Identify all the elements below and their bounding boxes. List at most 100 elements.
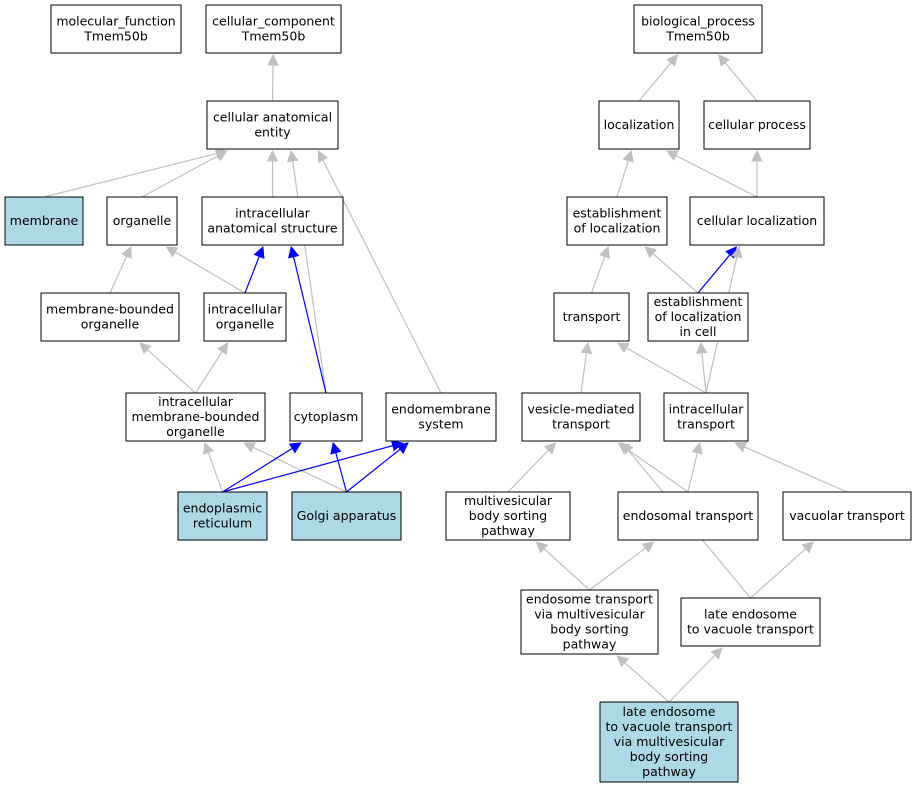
node-box [291, 491, 402, 541]
arrowhead [330, 441, 342, 455]
node-label: membrane [10, 213, 79, 228]
node-label: via multivesicular [614, 734, 725, 749]
node-box [553, 292, 630, 342]
edge-line [244, 256, 260, 294]
go-term-node[interactable]: Golgi apparatus [291, 491, 402, 541]
arrowhead [641, 541, 655, 553]
arrowhead [616, 342, 630, 354]
go-term-node[interactable]: vacuolar transport [782, 491, 912, 541]
edge-is-a [194, 342, 229, 394]
node-label: establishment [573, 205, 662, 220]
edge-line [543, 548, 590, 591]
node-label: endoplasmic [183, 500, 262, 515]
go-term-node[interactable]: endosomal transport [617, 491, 759, 541]
node-box [106, 196, 178, 246]
go-term-node[interactable]: cellular process [703, 100, 811, 150]
edge-line [580, 352, 588, 394]
go-term-node[interactable]: localization [598, 100, 680, 150]
node-box [40, 292, 180, 342]
go-term-node[interactable]: cellular localization [689, 196, 825, 246]
node-box [599, 701, 739, 783]
arrowhead [621, 442, 634, 455]
edge-is-a [750, 541, 815, 599]
edge-is-a [589, 541, 655, 591]
arrowhead [666, 150, 679, 161]
edge-line [626, 347, 707, 394]
node-label: pathway [642, 764, 696, 779]
arrowhead [751, 149, 763, 162]
node-label: biological_process [641, 13, 755, 28]
arrowhead [165, 246, 179, 258]
node-box [647, 292, 749, 342]
node-label: vesicle-mediated [527, 401, 634, 416]
arrowhead [217, 342, 229, 355]
node-label: membrane-bounded [46, 301, 174, 316]
edge-line [701, 352, 707, 394]
node-label: transport [552, 416, 610, 431]
edge-is-a [43, 147, 228, 198]
edge-line [507, 449, 549, 493]
node-label: entity [254, 124, 291, 139]
node-label: pathway [481, 523, 535, 538]
node-box [521, 392, 641, 442]
edge-is-a [317, 150, 442, 394]
node-label: Tmem50b [665, 28, 730, 43]
edge-part-of [346, 442, 409, 493]
node-label: to vacuole transport [687, 621, 814, 636]
go-term-node[interactable]: transport [553, 292, 630, 342]
edge-is-a [616, 342, 707, 394]
node-label: cytoplasm [294, 409, 359, 424]
go-term-node[interactable]: cytoplasm [289, 392, 363, 442]
go-term-node[interactable]: membrane [4, 196, 84, 246]
go-term-node[interactable]: organelle [106, 196, 178, 246]
node-label: of localization [655, 309, 742, 324]
node-label: Tmem50b [83, 28, 148, 43]
edge-line [43, 152, 218, 198]
node-label: cellular anatomical [213, 109, 332, 124]
node-label: of localization [574, 220, 661, 235]
arrowhead [317, 150, 329, 163]
arrowhead [203, 441, 214, 455]
arrowhead [580, 341, 593, 355]
node-box [633, 4, 763, 54]
edge-is-a [751, 149, 763, 197]
edge-line [750, 548, 807, 599]
node-box [203, 292, 287, 342]
node-label: to vacuole transport [606, 719, 733, 734]
edge-line [624, 662, 670, 703]
arrowhead [214, 150, 228, 162]
edge-part-of [222, 442, 302, 493]
node-label: localization [604, 117, 675, 132]
edge-line [626, 448, 689, 493]
edge-is-a [638, 54, 679, 102]
node-label: organelle [216, 316, 275, 331]
node-label: intracellular [669, 401, 745, 416]
arrowhead [121, 245, 132, 259]
edge-line [292, 256, 327, 394]
node-label: cellular localization [697, 213, 817, 228]
arrowhead [253, 245, 265, 259]
node-label: organelle [166, 424, 225, 439]
edge-is-a [717, 54, 758, 102]
node-label: anatomical structure [207, 220, 337, 235]
